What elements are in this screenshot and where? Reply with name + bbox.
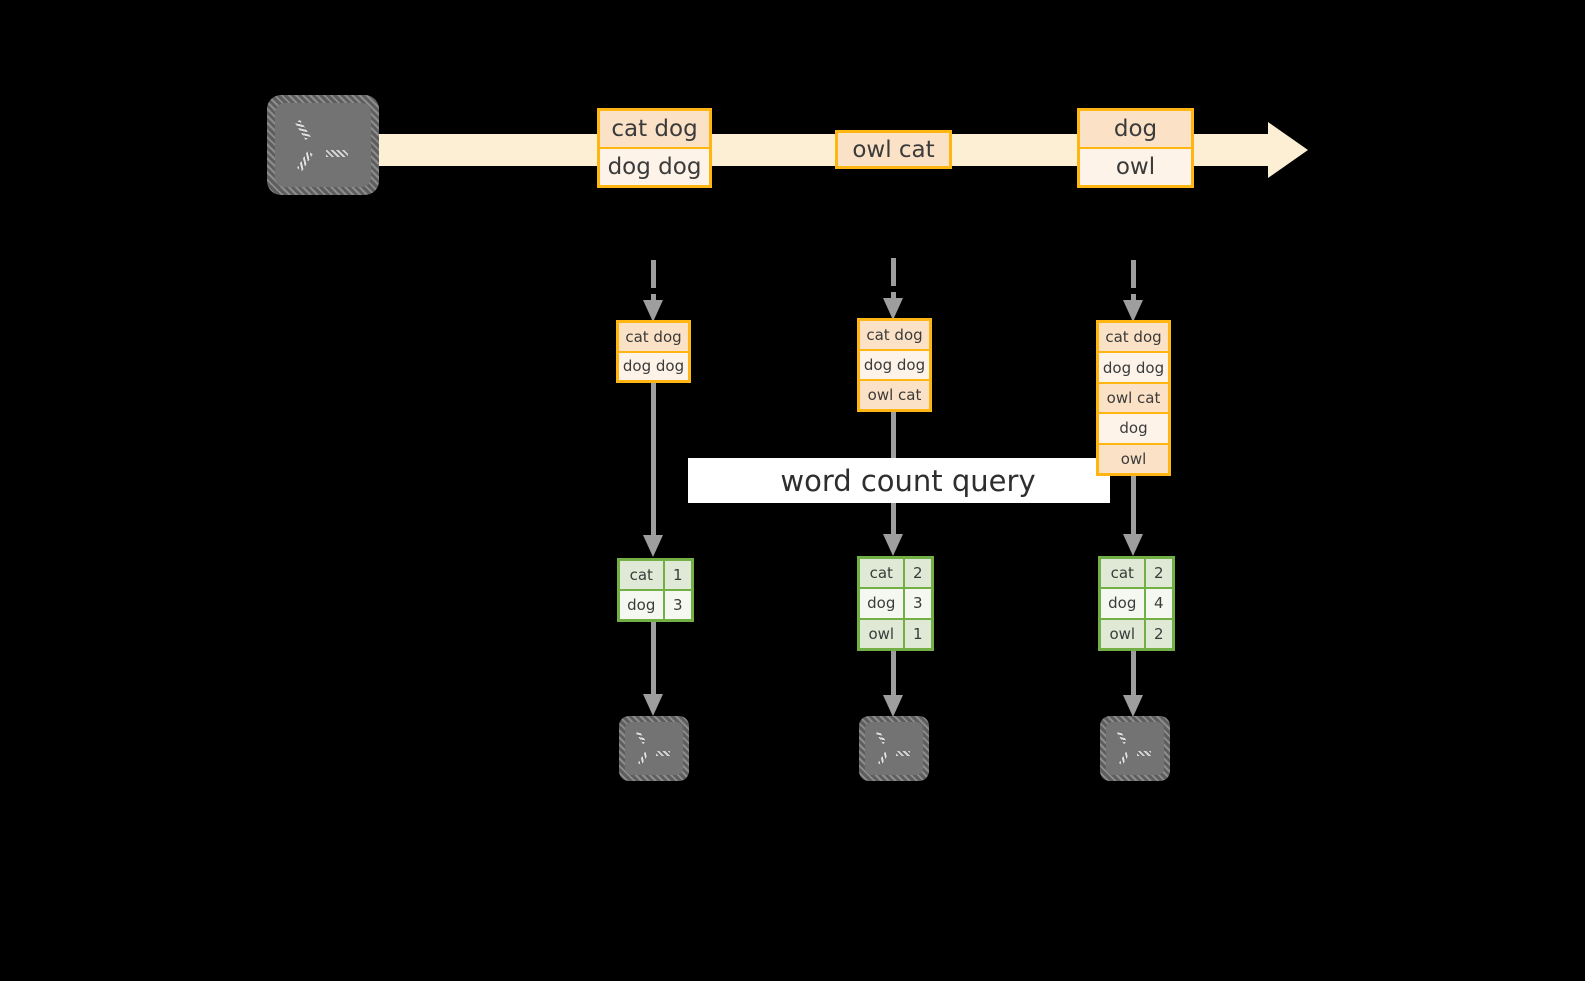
result-count: 2 xyxy=(902,559,931,588)
result-row: owl 2 xyxy=(1101,617,1172,648)
accumulated-records-3[interactable]: cat dog dog dog owl cat dog owl xyxy=(1096,320,1171,476)
sink-terminal-icon-1[interactable] xyxy=(619,716,689,781)
result-row: cat 2 xyxy=(860,559,931,588)
result-word: owl xyxy=(860,619,903,648)
result-word: dog xyxy=(860,589,903,618)
terminal-prompt-underscore-icon xyxy=(326,150,348,157)
sink-terminal-icon-2[interactable] xyxy=(859,716,929,781)
query-arrow-1 xyxy=(643,383,663,559)
result-row: dog 3 xyxy=(620,589,691,619)
accumulated-record-line: dog dog xyxy=(1099,351,1168,382)
result-row: owl 1 xyxy=(860,617,931,648)
result-row: cat 1 xyxy=(620,561,691,589)
snapshot-trigger-arrow-1 xyxy=(643,260,663,322)
accumulated-record-line: owl xyxy=(1099,442,1168,474)
accumulated-record-line: cat dog xyxy=(1099,323,1168,352)
accumulated-records-1[interactable]: cat dog dog dog xyxy=(616,320,691,383)
sink-arrow-1 xyxy=(643,622,663,718)
query-banner: word count query xyxy=(688,458,1110,503)
result-table-3[interactable]: cat 2 dog 4 owl 2 xyxy=(1098,556,1175,651)
result-row: dog 3 xyxy=(860,587,931,618)
result-count: 1 xyxy=(902,619,931,648)
source-terminal-icon[interactable] xyxy=(267,95,379,195)
result-word: dog xyxy=(620,591,663,619)
stream-record-line: owl cat xyxy=(838,133,949,166)
result-word: cat xyxy=(860,559,903,588)
terminal-prompt-chevron-icon xyxy=(875,730,892,766)
accumulated-record-line: dog xyxy=(1099,412,1168,443)
result-count: 1 xyxy=(662,561,691,589)
result-count: 3 xyxy=(662,591,691,619)
result-word: cat xyxy=(1101,559,1144,588)
result-table-2[interactable]: cat 2 dog 3 owl 1 xyxy=(857,556,934,651)
stream-record-2[interactable]: owl cat xyxy=(835,130,952,169)
result-table-1[interactable]: cat 1 dog 3 xyxy=(617,558,694,622)
query-arrow-3 xyxy=(1123,476,1143,558)
terminal-screen xyxy=(865,722,923,775)
stream-record-line: cat dog xyxy=(600,111,709,147)
query-banner-label: word count query xyxy=(780,463,1036,498)
stream-record-line: dog dog xyxy=(600,147,709,185)
accumulated-record-line: dog dog xyxy=(860,349,929,379)
stream-record-3[interactable]: dog owl xyxy=(1077,108,1194,188)
sink-terminal-icon-3[interactable] xyxy=(1100,716,1170,781)
result-count: 2 xyxy=(1143,619,1172,648)
result-word: dog xyxy=(1101,589,1144,618)
result-count: 2 xyxy=(1143,559,1172,588)
sink-arrow-3 xyxy=(1123,651,1143,719)
terminal-screen xyxy=(275,103,371,187)
result-word: owl xyxy=(1101,619,1144,648)
accumulated-record-line: owl cat xyxy=(860,379,929,409)
terminal-prompt-underscore-icon xyxy=(896,751,910,756)
terminal-prompt-underscore-icon xyxy=(1137,751,1151,756)
terminal-prompt-underscore-icon xyxy=(656,751,670,756)
accumulated-record-line: owl cat xyxy=(1099,381,1168,413)
snapshot-trigger-arrow-3 xyxy=(1123,260,1143,322)
accumulated-record-line: dog dog xyxy=(619,350,688,380)
result-count: 3 xyxy=(902,589,931,618)
accumulated-record-line: cat dog xyxy=(619,323,688,351)
accumulated-records-2[interactable]: cat dog dog dog owl cat xyxy=(857,318,932,412)
stream-arrow-head xyxy=(1268,122,1308,178)
terminal-prompt-chevron-icon xyxy=(635,730,652,766)
terminal-prompt-chevron-icon xyxy=(293,119,319,172)
result-word: cat xyxy=(620,561,663,589)
snapshot-trigger-arrow-2 xyxy=(883,258,903,320)
terminal-screen xyxy=(625,722,683,775)
stream-record-line: dog xyxy=(1080,111,1191,147)
result-count: 4 xyxy=(1143,589,1172,618)
terminal-screen xyxy=(1106,722,1164,775)
sink-arrow-2 xyxy=(883,651,903,719)
result-row: cat 2 xyxy=(1101,559,1172,588)
result-row: dog 4 xyxy=(1101,587,1172,618)
stream-record-line: owl xyxy=(1080,147,1191,185)
stream-record-1[interactable]: cat dog dog dog xyxy=(597,108,712,188)
terminal-prompt-chevron-icon xyxy=(1116,730,1133,766)
accumulated-record-line: cat dog xyxy=(860,321,929,349)
